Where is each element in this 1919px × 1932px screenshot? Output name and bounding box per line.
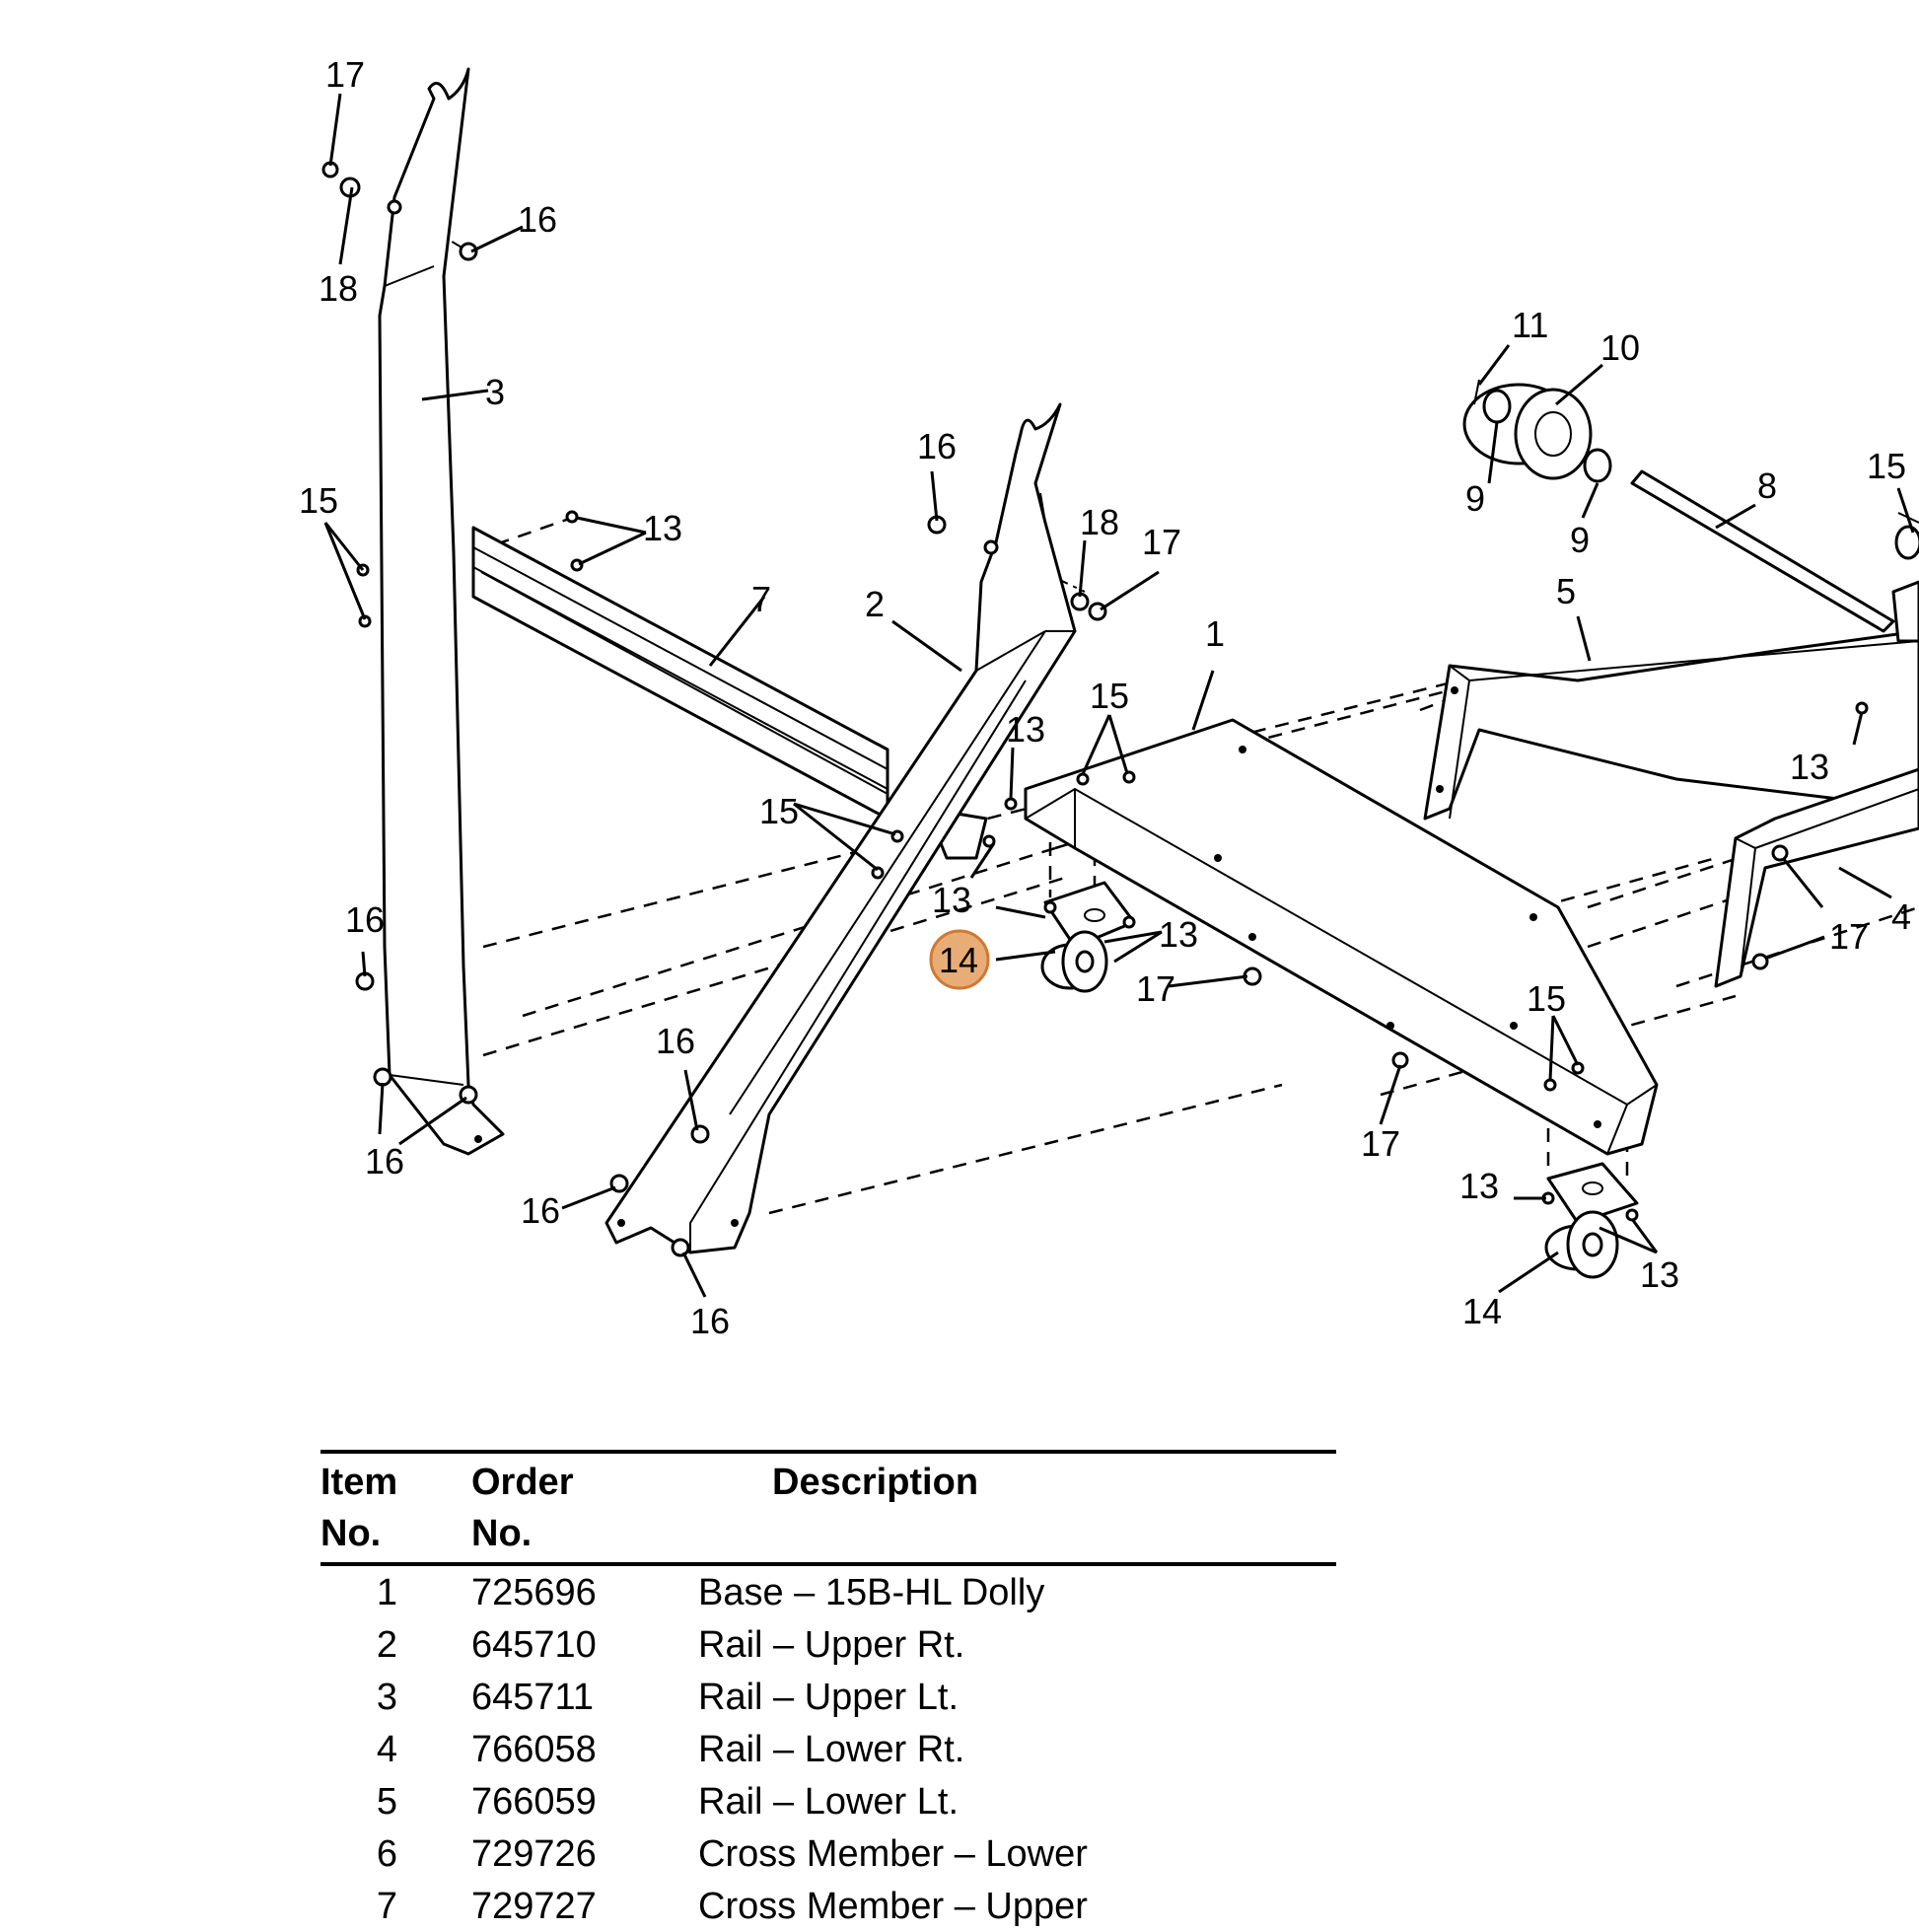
right-edge-parts <box>1891 512 1919 643</box>
row-order: 766058 <box>471 1729 597 1770</box>
callout-15-base: 15 <box>1090 676 1129 716</box>
row-order: 766059 <box>471 1781 597 1823</box>
callout-1: 1 <box>1205 613 1225 654</box>
callout-7: 7 <box>751 579 771 619</box>
table-row: 4 766058 Rail – Lower Rt. <box>320 1723 1336 1775</box>
callout-16-mid: 16 <box>917 426 957 466</box>
fasteners <box>321 161 1869 1257</box>
header-description: Description <box>772 1462 979 1503</box>
table-row: 3 645711 Rail – Upper Lt. <box>320 1671 1336 1723</box>
row-description: Cross Member – Lower <box>698 1833 1088 1875</box>
callout-18-mid: 18 <box>1080 502 1119 542</box>
callout-15-left: 15 <box>299 480 338 521</box>
row-order: 645711 <box>471 1677 594 1718</box>
row-item: 3 <box>376 1677 397 1718</box>
callout-14-lower: 14 <box>1462 1291 1502 1331</box>
table-header: Item No. Order No. Description <box>320 1454 1336 1562</box>
callout-15-center: 15 <box>759 791 799 831</box>
base-dolly <box>1024 718 1659 1156</box>
row-order: 645710 <box>471 1624 597 1666</box>
row-description: Cross Member – Upper <box>698 1886 1088 1927</box>
table-body: 1 725696 Base – 15B-HL Dolly 2 645710 Ra… <box>320 1566 1336 1932</box>
axle-shaft <box>1630 469 1895 633</box>
callout-2: 2 <box>865 584 885 624</box>
table-row: 7 729727 Cross Member – Upper <box>320 1880 1336 1932</box>
callout-17-mid: 17 <box>1142 522 1181 562</box>
rail-lower-left <box>1423 629 1919 821</box>
header-order-line2: No. <box>471 1513 533 1554</box>
highlight-marker <box>929 929 990 990</box>
callout-11: 11 <box>1512 305 1548 345</box>
row-item: 1 <box>376 1572 397 1613</box>
callout-14-highlight: 14 <box>939 940 978 980</box>
callout-16-bottom: 16 <box>521 1190 560 1231</box>
callout-13-upper: 13 <box>643 508 682 548</box>
row-order: 725696 <box>471 1572 597 1613</box>
callout-16-center: 16 <box>656 1021 695 1061</box>
callout-13-lowerright: 13 <box>1640 1254 1679 1295</box>
row-item: 7 <box>376 1886 397 1927</box>
callout-13-b: 13 <box>932 880 971 920</box>
rail-upper-left <box>378 67 505 1156</box>
row-order: 729726 <box>471 1833 597 1875</box>
callout-17-right: 17 <box>1829 916 1869 957</box>
callout-15-right: 15 <box>1867 446 1906 486</box>
row-description: Rail – Lower Rt. <box>698 1729 965 1770</box>
callout-8: 8 <box>1757 465 1777 506</box>
caster-upper <box>1040 881 1136 993</box>
callout-5: 5 <box>1556 571 1576 611</box>
row-description: Base – 15B-HL Dolly <box>698 1572 1045 1613</box>
roller-assembly <box>1462 379 1612 483</box>
row-order: 729727 <box>471 1886 597 1927</box>
table-header-rule <box>320 1562 1336 1566</box>
row-description: Rail – Upper Rt. <box>698 1624 965 1666</box>
row-item: 6 <box>376 1833 397 1875</box>
table-row: 2 645710 Rail – Upper Rt. <box>320 1618 1336 1671</box>
callout-16-top: 16 <box>518 199 557 240</box>
row-item: 5 <box>376 1781 397 1823</box>
callout-16-left: 16 <box>345 899 385 940</box>
caster-lower <box>1544 1162 1639 1279</box>
callout-4: 4 <box>1891 896 1911 937</box>
leader-lines <box>323 93 1915 1298</box>
callout-15-lower: 15 <box>1527 978 1566 1019</box>
table-row: 5 766059 Rail – Lower Lt. <box>320 1775 1336 1827</box>
row-item: 4 <box>376 1729 397 1770</box>
callout-13-c: 13 <box>1159 914 1198 955</box>
callout-13-right: 13 <box>1790 747 1829 787</box>
callout-9-left: 9 <box>1465 478 1485 519</box>
callout-3: 3 <box>485 372 505 412</box>
callout-labels: 17 16 18 3 15 13 7 16 2 18 17 11 10 9 9 … <box>299 54 1911 1341</box>
callout-10: 10 <box>1600 327 1640 368</box>
rail-lower-right <box>1714 767 1919 988</box>
row-description: Rail – Lower Lt. <box>698 1781 960 1823</box>
table-row: 1 725696 Base – 15B-HL Dolly <box>320 1566 1336 1618</box>
table-top-rule <box>320 1450 1336 1454</box>
callout-13-a: 13 <box>1006 709 1045 750</box>
callout-17-top: 17 <box>325 54 365 95</box>
callout-16-bottom2: 16 <box>690 1301 730 1341</box>
callout-16-leftlow: 16 <box>365 1141 404 1181</box>
callout-9-right: 9 <box>1570 520 1590 560</box>
exploded-parts-diagram: 17 16 18 3 15 13 7 16 2 18 17 11 10 9 9 … <box>299 54 1919 1341</box>
header-order-line1: Order <box>471 1462 574 1503</box>
header-item-line1: Item <box>320 1462 398 1503</box>
row-description: Rail – Upper Lt. <box>698 1677 960 1718</box>
parts-table: Item No. Order No. Description 1 725696 … <box>320 1450 1336 1932</box>
callout-17-c: 17 <box>1136 968 1175 1009</box>
rail-upper-right <box>604 402 1077 1254</box>
table-row: 6 729726 Cross Member – Lower <box>320 1827 1336 1880</box>
callout-18-top: 18 <box>319 268 358 309</box>
row-item: 2 <box>376 1624 397 1666</box>
callout-13-lowerleft: 13 <box>1459 1166 1499 1206</box>
header-item-line2: No. <box>320 1513 382 1554</box>
callout-17-low: 17 <box>1361 1123 1400 1164</box>
